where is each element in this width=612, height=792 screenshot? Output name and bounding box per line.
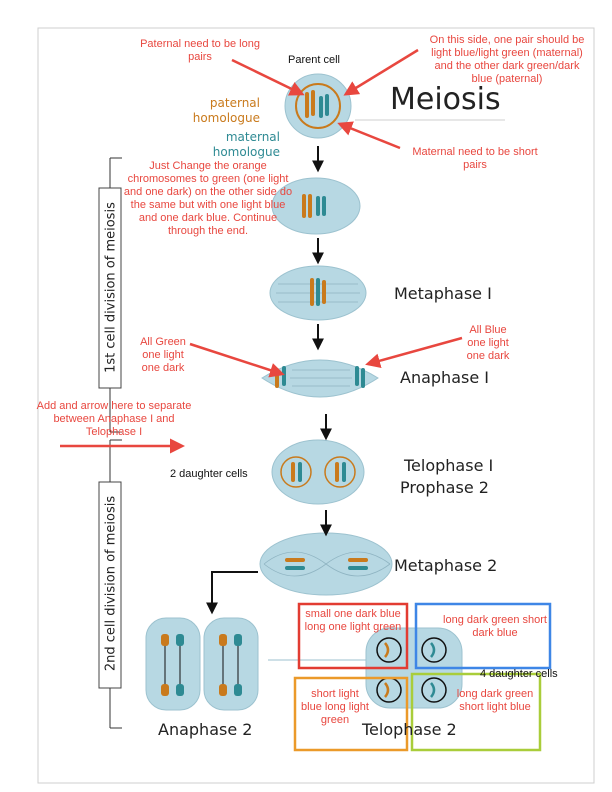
note-box-blue: long dark green short dark blue [443,614,547,639]
page-frame [37,27,595,784]
daughter-cells-2-label: 2 daughter cells [170,468,248,480]
first-division-label-box [98,187,122,389]
parent-cell-label: Parent cell [288,54,340,66]
second-division-label: 2nd cell division of meiosis [103,495,119,672]
page-title: Meiosis [390,82,501,117]
box-green [410,672,542,752]
note-box-green: long dark green short light blue [456,688,534,713]
note-pair-colors: On this side, one pair should be light b… [429,34,585,85]
anaphase2-cells [145,617,259,711]
box-red [297,602,409,670]
metaphase2-cell [259,532,393,596]
note-add-arrow: Add and arrow here to separate between A… [36,400,192,438]
anaphase1-cell [261,359,379,398]
note-maternal-short: Maternal need to be short pairs [412,146,538,171]
box-blue [414,602,552,670]
parent-cell [284,73,352,139]
stage-telophase2: Telophase 2 [362,720,457,739]
metaphase1-cell [269,265,367,321]
flow-arrows [206,146,332,615]
telophase1-cell [271,439,365,505]
paternal-homologue-label: paternal homologue [192,96,260,125]
stage-metaphase1: Metaphase I [394,284,492,303]
first-division-label: 1st cell division of meiosis [103,202,119,373]
annotation-arrows [60,48,463,454]
prophase1-cell [271,177,361,235]
maternal-homologue-label: maternal homologue [212,130,280,159]
second-division-label-box [98,481,122,689]
note-change-orange: Just Change the orange chromosomes to gr… [123,160,293,237]
note-all-green: All Green one light one dark [140,336,186,374]
note-box-red: small one dark blue long one light green [304,608,402,633]
daughter-cells-4-label: 4 daughter cells [480,668,558,680]
stage-anaphase1: Anaphase I [400,368,489,387]
stage-telophase1: Telophase I [404,456,494,475]
note-box-orange: short light blue long light green [301,688,369,726]
stage-anaphase2: Anaphase 2 [158,720,253,739]
note-paternal-long: Paternal need to be long pairs [140,38,260,63]
stage-prophase2: Prophase 2 [400,478,489,497]
box-orange [293,676,409,752]
stage-metaphase2: Metaphase 2 [394,556,498,575]
note-all-blue: All Blue one light one dark [466,324,510,362]
